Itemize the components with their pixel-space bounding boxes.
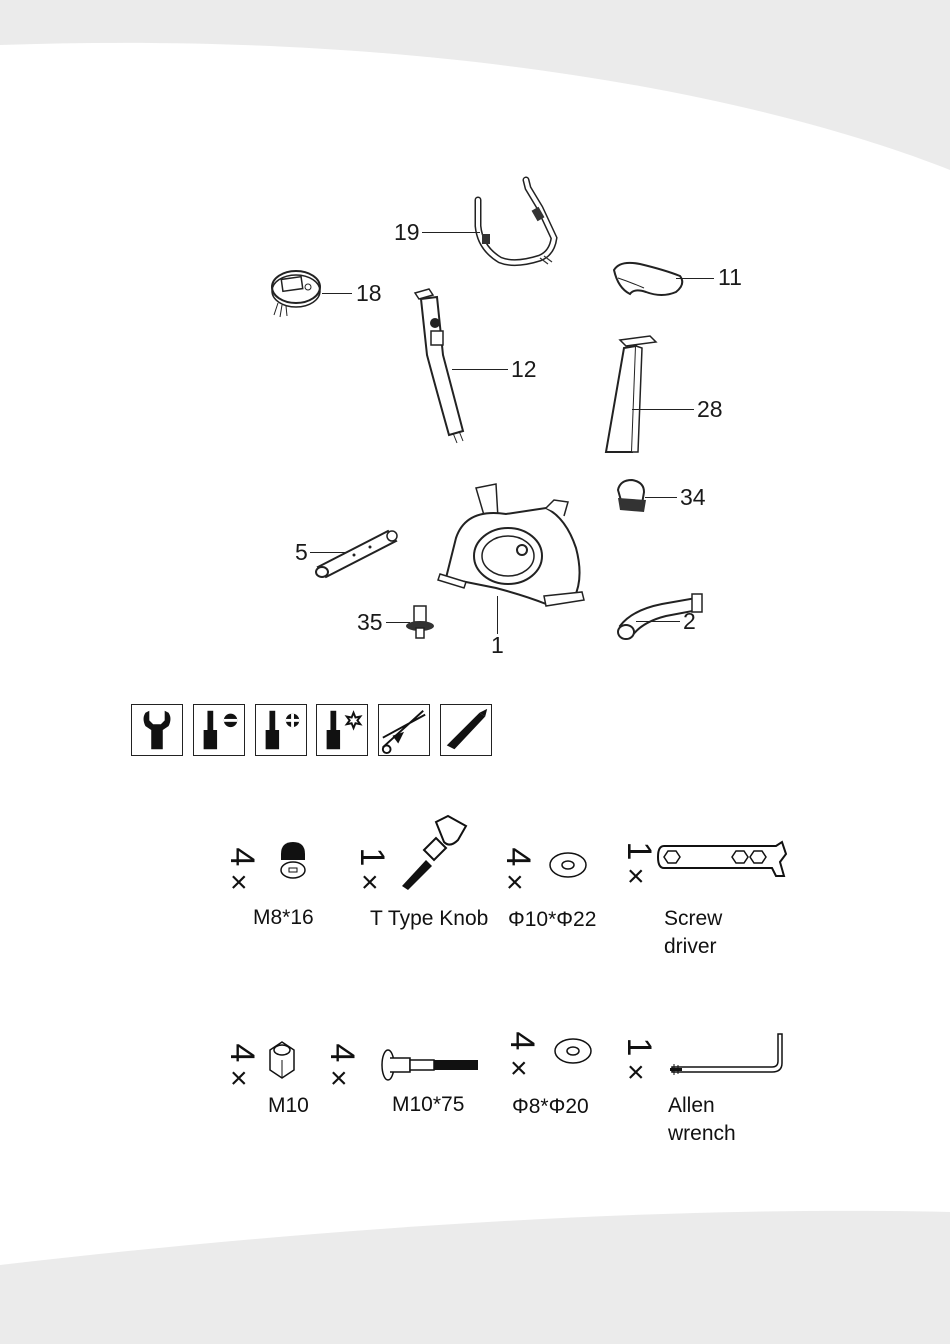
times-sign: × xyxy=(230,868,248,898)
times-sign: × xyxy=(506,868,524,898)
times-sign: × xyxy=(361,868,379,898)
handlebar-drawing xyxy=(470,178,570,273)
hardware-label: M10*75 xyxy=(392,1091,464,1119)
bolt-m8-icon xyxy=(276,840,310,880)
part-number-11: 11 xyxy=(718,266,742,289)
torx-screwdriver-icon xyxy=(316,704,368,756)
scissors-icon xyxy=(378,704,430,756)
console-drawing xyxy=(268,265,324,320)
quantity: 4 xyxy=(505,1027,539,1055)
hardware-label: M8*16 xyxy=(253,904,314,932)
phillips-screwdriver-icon xyxy=(255,704,307,756)
t-knob-icon xyxy=(396,816,470,892)
washer-10-icon xyxy=(548,850,588,880)
hardware-label: T Type Knob xyxy=(370,905,488,933)
upright-post-drawing xyxy=(405,285,475,450)
part-number-19: 19 xyxy=(394,221,420,244)
part-number-28: 28 xyxy=(697,398,723,421)
part-number-35: 35 xyxy=(357,611,383,634)
allen-wrench-tool-icon xyxy=(668,1030,784,1080)
part-number-12: 12 xyxy=(511,358,537,381)
main-frame-drawing xyxy=(436,478,586,613)
hardware-label: Screw driver xyxy=(664,905,722,961)
hardware-label: Allen wrench xyxy=(668,1092,736,1148)
hardware-label: M10 xyxy=(268,1092,309,1120)
part-number-1: 1 xyxy=(491,634,504,657)
wrench-icon xyxy=(131,704,183,756)
hardware-label: Φ10*Φ22 xyxy=(508,906,596,934)
washer-8-icon xyxy=(553,1036,593,1066)
part-number-5: 5 xyxy=(295,541,308,564)
bolt-m10-75-icon xyxy=(380,1048,482,1082)
part-number-2: 2 xyxy=(683,610,696,633)
utility-knife-icon xyxy=(440,704,492,756)
times-sign: × xyxy=(330,1064,348,1094)
seat-drawing xyxy=(610,258,690,300)
flat-screwdriver-icon xyxy=(193,704,245,756)
times-sign: × xyxy=(510,1054,528,1084)
hardware-label: Φ8*Φ20 xyxy=(512,1093,589,1121)
times-sign: × xyxy=(627,862,645,892)
seat-post-drawing xyxy=(602,334,662,459)
nut-m10-icon xyxy=(264,1040,300,1082)
part-number-18: 18 xyxy=(356,282,382,305)
times-sign: × xyxy=(627,1058,645,1088)
part-number-34: 34 xyxy=(680,486,706,509)
screw-driver-tool-icon xyxy=(656,840,788,882)
times-sign: × xyxy=(230,1064,248,1094)
